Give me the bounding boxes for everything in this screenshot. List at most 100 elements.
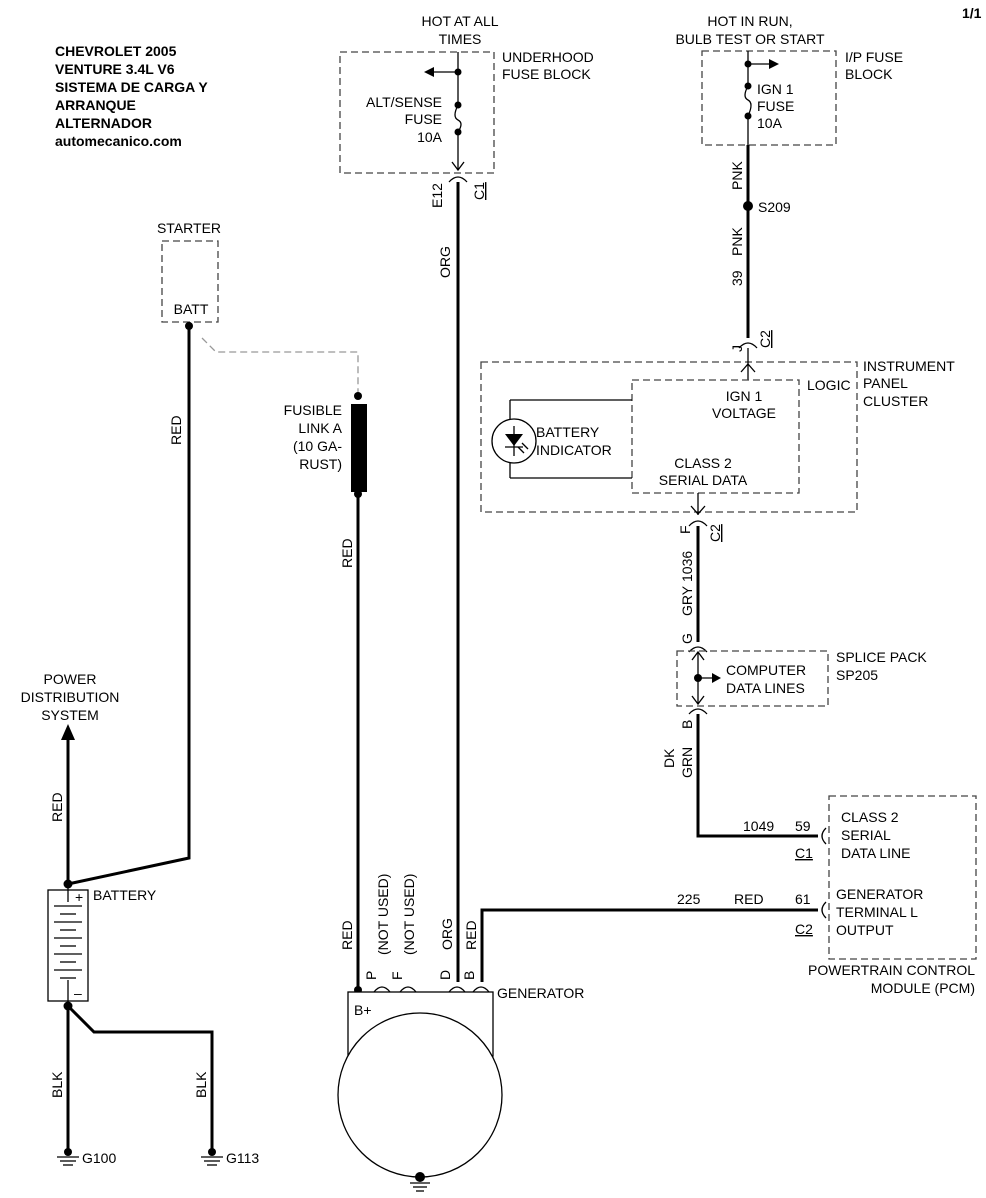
svg-text:INDICATOR: INDICATOR	[536, 442, 612, 458]
svg-text:59: 59	[795, 818, 811, 834]
svg-text:ALTERNADOR: ALTERNADOR	[55, 115, 152, 131]
arrow-up-icon	[61, 724, 75, 740]
instrument-panel-cluster: INSTRUMENT PANEL CLUSTER LOGIC IGN 1 VOL…	[480, 348, 955, 515]
svg-text:B: B	[679, 720, 695, 729]
svg-text:FUSE BLOCK: FUSE BLOCK	[502, 66, 591, 82]
svg-text:CHEVROLET 2005: CHEVROLET 2005	[55, 43, 177, 59]
svg-text:ARRANQUE: ARRANQUE	[55, 97, 136, 113]
svg-text:FUSE: FUSE	[757, 98, 794, 114]
svg-text:GENERATOR: GENERATOR	[836, 886, 923, 902]
svg-text:BLOCK: BLOCK	[845, 66, 893, 82]
ign1-fuse-label: IGN 1	[757, 81, 794, 97]
svg-text:–: –	[74, 985, 82, 1001]
svg-text:DK: DK	[661, 748, 677, 768]
svg-text:FUSIBLE: FUSIBLE	[284, 402, 342, 418]
svg-text:DATA LINE: DATA LINE	[841, 845, 911, 861]
svg-text:POWER: POWER	[44, 671, 97, 687]
svg-text:DISTRIBUTION: DISTRIBUTION	[21, 689, 120, 705]
svg-text:OUTPUT: OUTPUT	[836, 922, 894, 938]
battery: + – BATTERY	[47, 879, 157, 1011]
svg-text:SP205: SP205	[836, 667, 878, 683]
header-title: CHEVROLET 2005 VENTURE 3.4L V6 SISTEMA D…	[55, 43, 208, 149]
ground-g100-icon	[57, 1148, 79, 1166]
svg-text:PANEL: PANEL	[863, 375, 908, 391]
wire-red-starter	[67, 322, 191, 886]
svg-text:I/P FUSE: I/P FUSE	[845, 49, 903, 65]
connector-c2-f	[688, 520, 708, 527]
svg-text:MODULE (PCM): MODULE (PCM)	[871, 980, 975, 996]
svg-text:TIMES: TIMES	[439, 31, 482, 47]
alt-sense-fuse-label: ALT/SENSE	[366, 94, 442, 110]
svg-text:UNDERHOOD: UNDERHOOD	[502, 49, 594, 65]
svg-text:C2: C2	[757, 330, 773, 348]
svg-text:INSTRUMENT: INSTRUMENT	[863, 358, 955, 374]
svg-text:SERIAL: SERIAL	[841, 827, 891, 843]
svg-text:VOLTAGE: VOLTAGE	[712, 405, 776, 421]
svg-text:SPLICE PACK: SPLICE PACK	[836, 649, 927, 665]
underhood-fuse-block: HOT AT ALL TIMES UNDERHOOD FUSE BLOCK AL…	[339, 13, 594, 208]
connector-c2-j	[738, 342, 758, 349]
svg-text:ORG: ORG	[439, 918, 455, 950]
svg-text:+: +	[75, 889, 83, 905]
power-distribution-system: POWER DISTRIBUTION SYSTEM	[21, 671, 120, 740]
svg-text:B+: B+	[354, 1002, 372, 1018]
svg-text:P: P	[363, 971, 379, 980]
logic-label: LOGIC	[807, 377, 851, 393]
svg-text:BULB TEST OR START: BULB TEST OR START	[675, 31, 825, 47]
svg-text:D: D	[437, 970, 453, 980]
svg-text:SYSTEM: SYSTEM	[41, 707, 99, 723]
svg-text:ORG: ORG	[437, 246, 453, 278]
svg-text:BATTERY: BATTERY	[93, 887, 157, 903]
svg-text:10A: 10A	[417, 129, 443, 145]
generator-connector	[373, 986, 490, 993]
svg-text:HOT AT ALL: HOT AT ALL	[421, 13, 498, 29]
svg-text:SERIAL DATA: SERIAL DATA	[659, 472, 748, 488]
svg-text:LINK A: LINK A	[298, 420, 342, 436]
starter: STARTER BATT	[157, 220, 221, 323]
arrow-right-icon	[769, 59, 779, 69]
svg-text:BATT: BATT	[174, 301, 209, 317]
svg-text:GENERATOR: GENERATOR	[497, 985, 584, 1001]
svg-text:PNK: PNK	[729, 161, 745, 190]
ground-g113-label: G113	[226, 1150, 259, 1166]
svg-text:(NOT USED): (NOT USED)	[375, 874, 391, 955]
splice-pack-sp205: COMPUTER DATA LINES SPLICE PACK SP205	[676, 649, 927, 707]
svg-text:BLK: BLK	[49, 1071, 65, 1098]
svg-text:BLK: BLK	[193, 1071, 209, 1098]
ground-g113-icon	[201, 1148, 223, 1166]
powertrain-control-module: CLASS 2 SERIAL DATA LINE GENERATOR TERMI…	[808, 795, 977, 996]
svg-text:RED: RED	[463, 920, 479, 950]
svg-text:BATTERY: BATTERY	[536, 424, 600, 440]
svg-text:RED: RED	[168, 415, 184, 445]
svg-text:S209: S209	[758, 199, 791, 215]
svg-text:(10 GA-: (10 GA-	[293, 438, 342, 454]
link-dashed	[201, 337, 359, 394]
ground-g100-label: G100	[82, 1150, 116, 1166]
connector-pcm-c1	[821, 827, 827, 845]
svg-text:RED: RED	[49, 792, 65, 822]
svg-text:B: B	[461, 971, 477, 980]
svg-text:G: G	[679, 633, 695, 644]
svg-text:PNK: PNK	[729, 227, 745, 256]
svg-text:C2: C2	[795, 921, 813, 937]
battery-indicator-led-icon	[491, 418, 537, 464]
svg-text:COMPUTER: COMPUTER	[726, 662, 806, 678]
svg-text:10A: 10A	[757, 115, 783, 131]
svg-text:HOT IN RUN,: HOT IN RUN,	[707, 13, 792, 29]
generator-icon	[337, 1012, 503, 1178]
svg-text:RED: RED	[339, 538, 355, 568]
connector-c1: C1	[471, 182, 487, 200]
svg-text:J: J	[729, 345, 745, 352]
battery-cells-icon	[54, 905, 82, 979]
generator: B+ GENERATOR	[337, 985, 584, 1192]
splice-s209	[743, 201, 753, 211]
ip-fuse-block: HOT IN RUN, BULB TEST OR START I/P FUSE …	[675, 13, 903, 146]
svg-text:IGN 1: IGN 1	[726, 388, 763, 404]
fusible-link-a: FUSIBLE LINK A (10 GA- RUST)	[284, 392, 367, 498]
svg-text:STARTER: STARTER	[157, 220, 221, 236]
svg-text:39: 39	[729, 270, 745, 286]
svg-text:CLASS 2: CLASS 2	[841, 809, 899, 825]
page-number: 1/1	[962, 5, 982, 21]
wire-red-225	[480, 908, 818, 982]
